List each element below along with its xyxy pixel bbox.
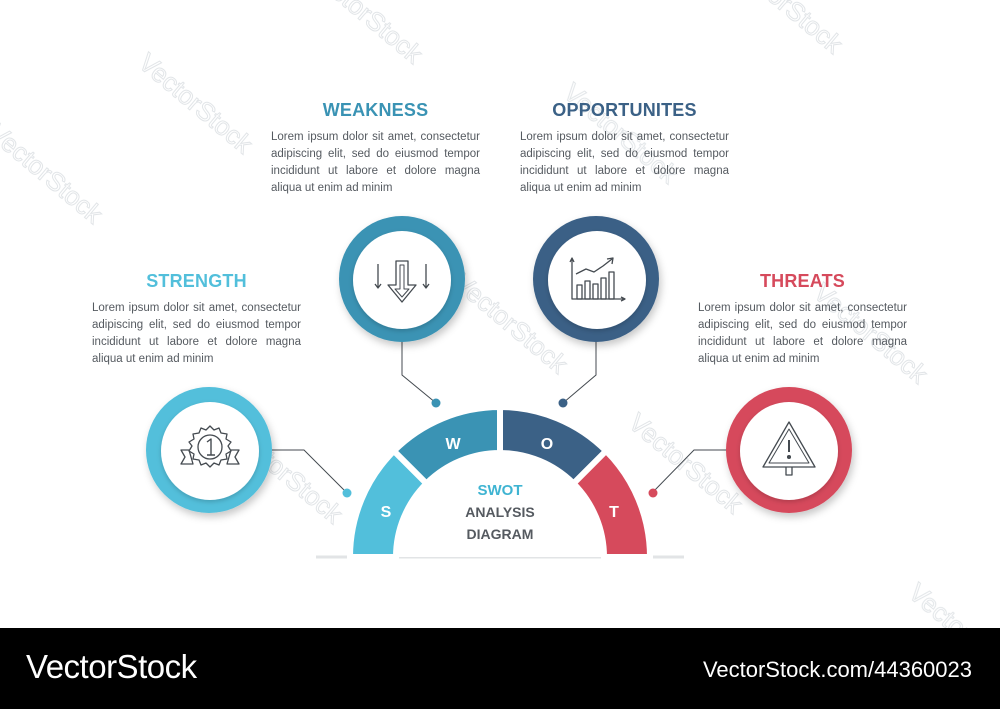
watermark-text: VectorStock — [303, 0, 429, 70]
weakness-node — [339, 216, 465, 342]
watermark-text: VectorStock — [903, 577, 1000, 628]
strength-text: Lorem ipsum dolor sit amet, consectetur … — [92, 302, 301, 365]
footer-stock-id: VectorStock.com/44360023 — [702, 657, 972, 682]
connector-threats — [648, 449, 727, 498]
warning-icon — [762, 421, 816, 476]
arrow-down-icon — [374, 260, 430, 303]
watermark-text: VectorStock — [0, 117, 109, 230]
medal-icon — [180, 425, 240, 468]
strength-title: STRENGTH — [146, 271, 247, 291]
center-disk — [396, 453, 604, 557]
center-line3: DIAGRAM — [467, 526, 534, 542]
connector-strength — [272, 449, 352, 498]
footer-brand: VectorStock — [26, 648, 197, 685]
growth-chart-icon — [569, 257, 626, 302]
threats-node — [726, 387, 852, 513]
center-line2: ANALYSIS — [465, 504, 535, 520]
watermark-text: VectorStock — [133, 47, 259, 160]
center-title: SWOT — [478, 482, 523, 499]
weakness-text: Lorem ipsum dolor sit amet, consectetur … — [271, 131, 480, 194]
opportunities-text: Lorem ipsum dolor sit amet, consectetur … — [520, 131, 729, 194]
segment-letter-t: T — [609, 504, 619, 521]
connector-opportunities — [558, 342, 597, 408]
opportunities-node — [533, 216, 659, 342]
opportunities-title: OPPORTUNITES — [552, 100, 697, 120]
threats-block: THREATS Lorem ipsum dolor sit amet, cons… — [698, 271, 907, 368]
strength-node — [146, 387, 272, 513]
threats-text: Lorem ipsum dolor sit amet, consectetur … — [698, 302, 907, 365]
footer-bar: VectorStock VectorStock.com/44360023 — [0, 628, 1000, 709]
watermark-text: VectorStock — [723, 0, 849, 60]
threats-title: THREATS — [759, 271, 846, 291]
segment-letter-w: W — [445, 436, 461, 453]
segment-letter-s: S — [381, 504, 392, 521]
swot-diagram: VectorStockVectorStockVectorStockVectorS… — [0, 0, 1000, 628]
strength-block: STRENGTH Lorem ipsum dolor sit amet, con… — [92, 271, 301, 368]
weakness-block: WEAKNESS Lorem ipsum dolor sit amet, con… — [271, 100, 480, 197]
weakness-title: WEAKNESS — [322, 100, 429, 120]
connector-weakness — [401, 342, 441, 408]
opportunities-block: OPPORTUNITES Lorem ipsum dolor sit amet,… — [520, 100, 729, 197]
segment-letter-o: O — [541, 436, 553, 453]
